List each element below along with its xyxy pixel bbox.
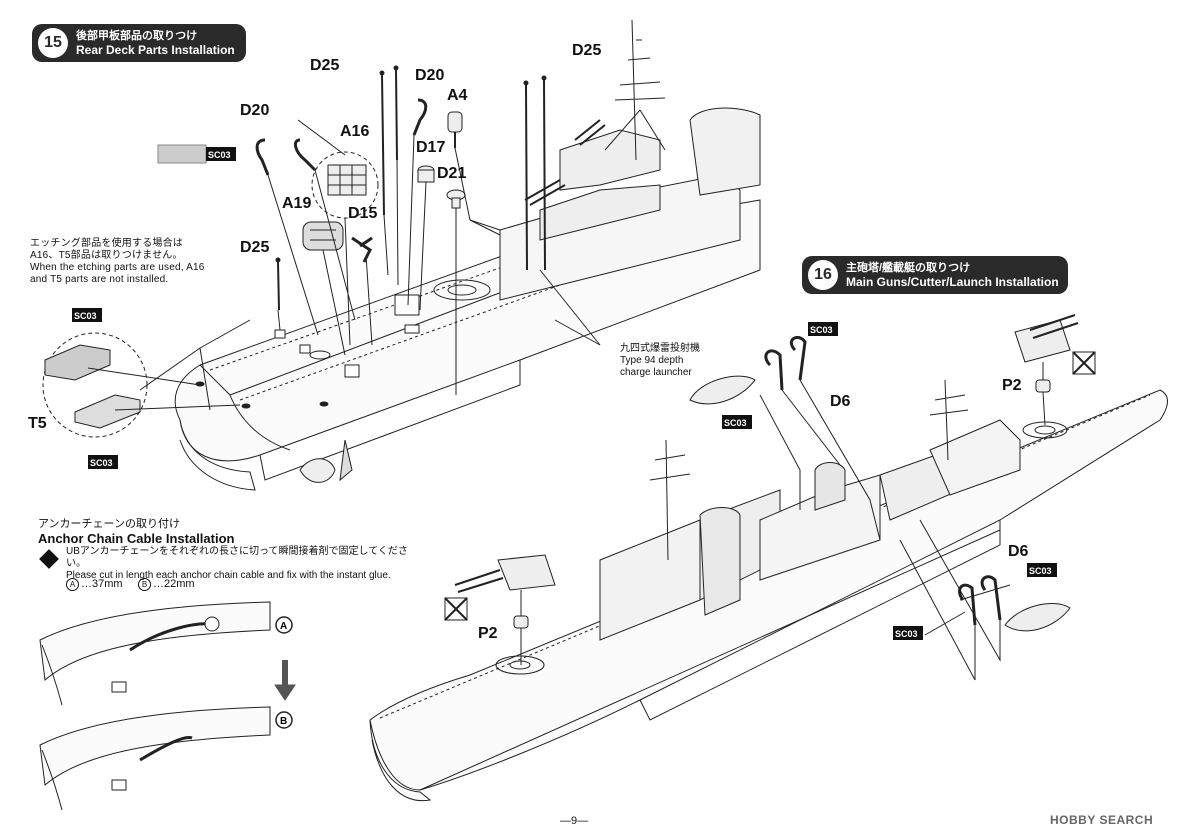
- anchor-note: UBアンカーチェーンをそれぞれの長さに切って瞬間接着剤で固定してください。 Pl…: [66, 546, 416, 582]
- step15-parts: [42, 65, 601, 438]
- anchor-note-en: Please cut in length each anchor chain c…: [66, 570, 391, 581]
- step15-title-en: Rear Deck Parts Installation: [76, 43, 235, 57]
- step16-number: 16: [808, 260, 838, 290]
- anchor-length-b-value: …22mm: [153, 578, 195, 590]
- label-d6-a: D6: [830, 393, 851, 410]
- launcher-callout-en-2: charge launcher: [620, 367, 692, 378]
- launcher-callout: 九四式爆雷投射機 Type 94 depth charge launcher: [620, 343, 700, 379]
- label-d25-b: D25: [572, 42, 601, 59]
- anchor-note-jp: UBアンカーチェーンをそれぞれの長さに切って瞬間接着剤で固定してください。: [66, 546, 408, 569]
- label-d6-b: D6: [1008, 543, 1029, 560]
- etching-note-en-2: and T5 parts are not installed.: [30, 274, 169, 285]
- anchor-section-title: アンカーチェーンの取り付け Anchor Chain Cable Install…: [38, 515, 234, 546]
- launcher-callout-en-1: Type 94 depth: [620, 355, 684, 366]
- launcher-callout-jp: 九四式爆雷投射機: [620, 343, 700, 354]
- sc03-tag: SC03: [724, 418, 747, 428]
- step16-banner: 16 主砲塔/艦載艇の取りつけ Main Guns/Cutter/Launch …: [802, 256, 1068, 294]
- label-d20-b: D20: [240, 102, 269, 119]
- page-number: —9—: [560, 815, 589, 827]
- anchor-length-b-marker: B: [138, 578, 151, 591]
- label-d25-a: D25: [310, 57, 339, 74]
- etching-note-jp-1: エッチング部品を使用する場合は: [30, 238, 183, 249]
- step16-title-en: Main Guns/Cutter/Launch Installation: [846, 275, 1059, 289]
- anchor-title-jp: アンカーチェーンの取り付け: [38, 518, 181, 530]
- sc03-tag: SC03: [74, 311, 97, 321]
- step15-title-jp: 後部甲板部品の取りつけ: [76, 30, 198, 42]
- anchor-length-a-value: …37mm: [81, 578, 123, 590]
- full-ship-illustration: [369, 314, 1168, 802]
- label-a19: A19: [282, 195, 311, 212]
- step16-title-jp: 主砲塔/艦載艇の取りつけ: [846, 262, 971, 274]
- label-p2-b: P2: [478, 625, 498, 642]
- anchor-length-a: A…37mm: [66, 578, 123, 591]
- etching-note-jp-2: A16、T5部品は取りつけません。: [30, 250, 183, 261]
- etching-note-en-1: When the etching parts are used, A16: [30, 262, 205, 273]
- watermark: HOBBY SEARCH: [1050, 813, 1154, 827]
- step15-banner: 15 後部甲板部品の取りつけ Rear Deck Parts Installat…: [32, 24, 246, 62]
- label-d20-a: D20: [415, 67, 444, 84]
- label-t5: T5: [28, 415, 47, 432]
- label-d15: D15: [348, 205, 377, 222]
- anchor-length-b: B…22mm: [138, 578, 195, 591]
- sc03-tag: SC03: [208, 150, 231, 160]
- etching-note: エッチング部品を使用する場合は A16、T5部品は取りつけません。 When t…: [30, 238, 240, 286]
- sc03-tag: SC03: [810, 325, 833, 335]
- label-a4: A4: [447, 87, 468, 104]
- anchor-title-en: Anchor Chain Cable Installation: [38, 531, 235, 546]
- sc03-tag: SC03: [1029, 566, 1052, 576]
- label-p2-a: P2: [1002, 377, 1022, 394]
- label-d21: D21: [437, 165, 466, 182]
- sc03-tag: SC03: [90, 458, 113, 468]
- label-d17: D17: [416, 139, 445, 156]
- anchor-chain-illustration: [39, 601, 296, 811]
- anchor-marker-a: A: [280, 621, 287, 632]
- anchor-length-a-marker: A: [66, 578, 79, 591]
- label-d25-c: D25: [240, 239, 269, 256]
- label-a16: A16: [340, 123, 369, 140]
- rear-hull-illustration: [174, 19, 761, 491]
- sc03-tag: SC03: [895, 629, 918, 639]
- anchor-marker-b: B: [280, 716, 287, 727]
- step15-number: 15: [38, 28, 68, 58]
